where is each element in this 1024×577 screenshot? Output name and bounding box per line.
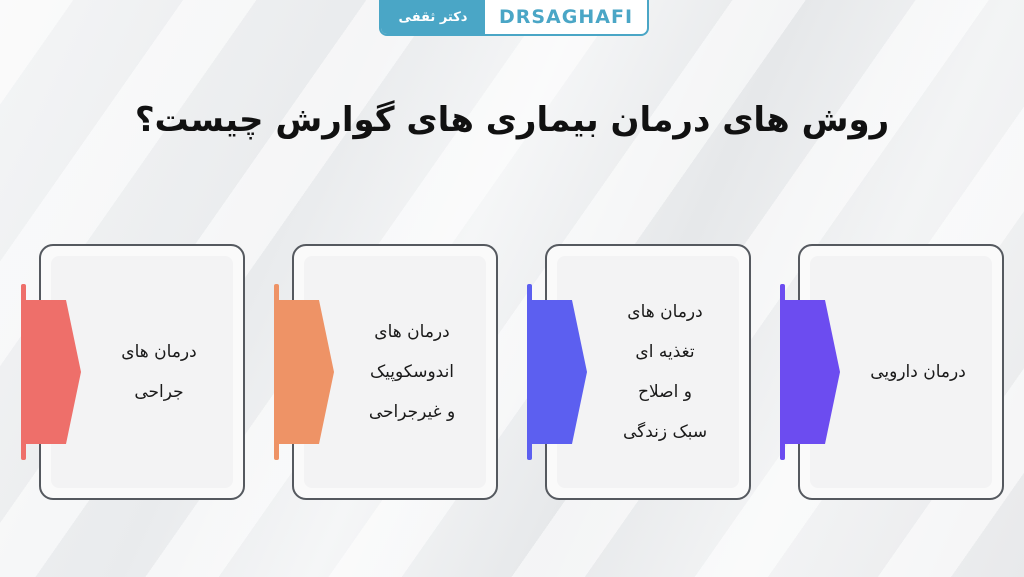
step-label: درمان دارویی [870,362,966,382]
marker-arrow [532,300,587,444]
step-card-endoscopic: درمان های اندوسکوپیک و غیرجراحی [292,244,498,500]
step-marker-3 [527,284,587,460]
marker-bar [527,284,532,460]
brand-logo[interactable]: دکتر ثقفی DRSAGHAFI [379,0,649,36]
marker-arrow [785,300,840,444]
marker-bar [780,284,785,460]
step-marker-2 [274,284,334,460]
step-label: درمان های اندوسکوپیک و غیرجراحی [368,322,456,422]
page-title: روش های درمان بیماری های گوارش چیست؟ [134,100,890,140]
step-label: درمان های جراحی [121,342,197,402]
logo-persian-text: دکتر ثقفی [381,0,485,34]
step-marker-4 [780,284,840,460]
marker-arrow [279,300,334,444]
marker-bar [274,284,279,460]
marker-bar [21,284,26,460]
step-label: درمان های تغذیه ای و اصلاح سبک زندگی [622,302,708,442]
step-marker-1 [21,284,81,460]
step-card-surgery: درمان های جراحی [39,244,245,500]
logo-latin-text: DRSAGHAFI [498,6,634,28]
marker-arrow [26,300,81,444]
